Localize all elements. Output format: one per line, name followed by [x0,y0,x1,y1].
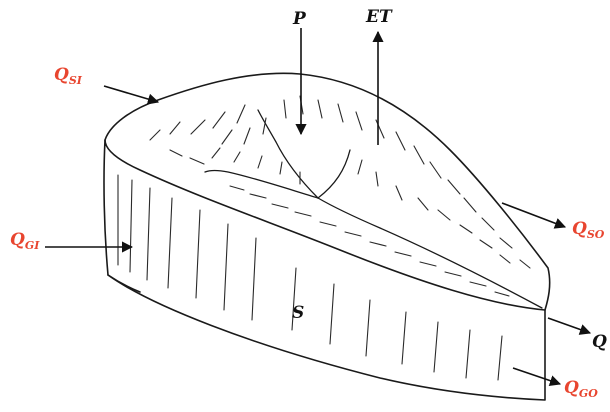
ground-outflow-arrow [513,368,560,384]
catchment-top-outline [105,73,550,310]
catchment-bottom-edge [108,275,140,292]
catchment-block [104,73,550,400]
tributary-east [318,150,350,198]
evapotranspiration-label: ET [365,7,393,27]
surface-hatching [150,96,530,296]
tributary-north [258,110,318,198]
streamflow-label: Q [592,332,607,352]
ground-inflow-label: QGI [10,230,40,252]
side-hatching [118,175,502,380]
main-channel [318,198,542,308]
surface-outflow-label: QSO [572,219,605,241]
streamflow-arrow [548,318,590,333]
surface-outflow-arrow [502,203,565,227]
tributary-west [205,171,318,199]
storage-label: S [292,303,304,323]
catchment-side-outline [104,140,545,400]
ground-outflow-label: QGO [564,378,598,400]
surface-inflow-arrow [104,86,158,102]
precipitation-label: P [292,9,307,29]
surface-inflow-label: QSI [54,65,83,87]
drainage-network [205,110,542,308]
